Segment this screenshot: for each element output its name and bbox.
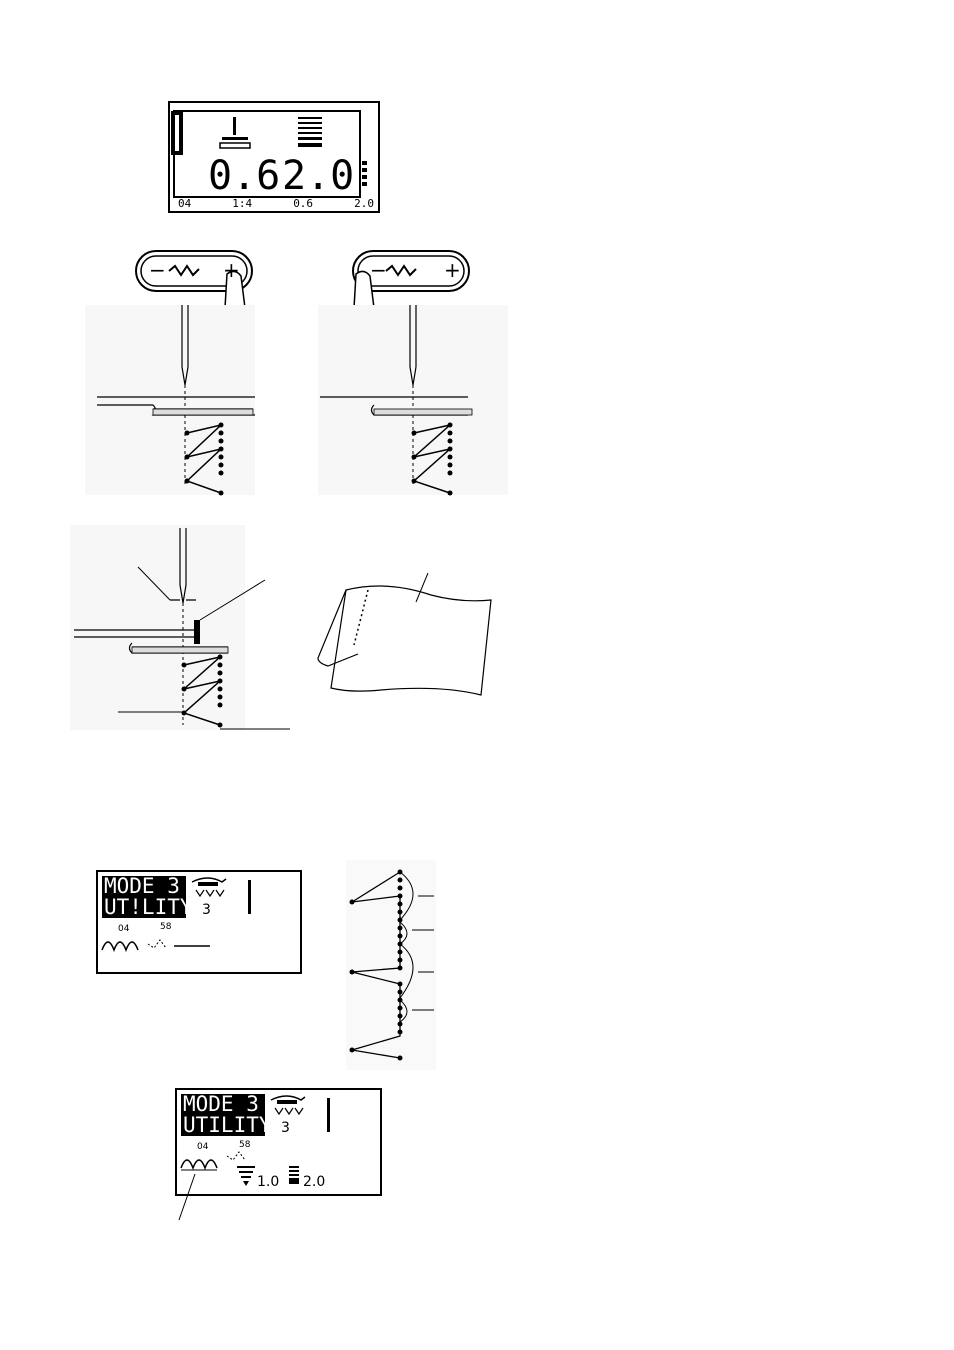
lcd-width-value: 0.6 <box>208 153 280 199</box>
length-value: 2.0 <box>303 1174 325 1190</box>
plus-label: + <box>444 258 461 282</box>
lcd-display-mode-utility-values: MODE 3 UTILITY 3 04 58 1.0 2.0 <box>175 1088 382 1196</box>
minus-label: − <box>370 258 387 282</box>
blind-hem-pattern-icon <box>102 942 138 950</box>
stitch-width-icon <box>220 117 250 148</box>
pattern-number: 04 <box>197 1142 208 1152</box>
blind-hem-illustration-wide <box>85 305 255 495</box>
stitch-number: 58 <box>160 922 171 932</box>
lcd-length-value: 2.0 <box>282 153 354 199</box>
stitch-width-button-decrease[interactable]: − + <box>352 250 470 292</box>
presser-foot-icon <box>192 878 226 896</box>
width-value: 1.0 <box>257 1174 279 1190</box>
blind-hem-illustration-narrow <box>318 305 508 495</box>
lcd-bottom-width: 0.6 <box>293 197 313 210</box>
blind-hem-stitch-diagram <box>346 860 436 1070</box>
lcd-bottom-ratio: 1:4 <box>232 197 252 210</box>
presser-foot-icon <box>271 1096 305 1114</box>
blind-hem-pattern-icon <box>181 1160 217 1168</box>
stitch-length-icon <box>289 1166 299 1184</box>
pattern-number: 04 <box>118 924 129 934</box>
lcd-display-mode-utility: MODE 3 UT!LITY 3 04 58 <box>96 870 302 974</box>
lcd-display-width-length: 0.6 2.0 04 1:4 0.6 2.0 <box>168 101 380 213</box>
blind-hem-annotated-illustration <box>70 525 300 735</box>
stitch-diagram-icon <box>227 1152 245 1160</box>
needle-icon <box>248 880 251 914</box>
stitch-width-button-increase[interactable]: − + <box>135 250 253 292</box>
lcd-bottom-row: 04 1:4 0.6 2.0 <box>178 197 374 210</box>
stitch-length-icon <box>298 117 322 147</box>
needle-icon <box>327 1098 330 1132</box>
stitch-width-icon <box>237 1166 255 1186</box>
lcd-bottom-pattern: 04 <box>178 197 191 210</box>
finished-hem-fabric-illustration <box>316 570 496 670</box>
stitch-diagram-icon <box>148 940 166 948</box>
plus-label: + <box>223 258 240 282</box>
minus-label: − <box>149 258 166 282</box>
foot-number: 3 <box>281 1120 290 1136</box>
stitch-number: 58 <box>239 1140 250 1150</box>
lcd-bottom-length: 2.0 <box>354 197 374 210</box>
foot-number: 3 <box>202 902 211 918</box>
